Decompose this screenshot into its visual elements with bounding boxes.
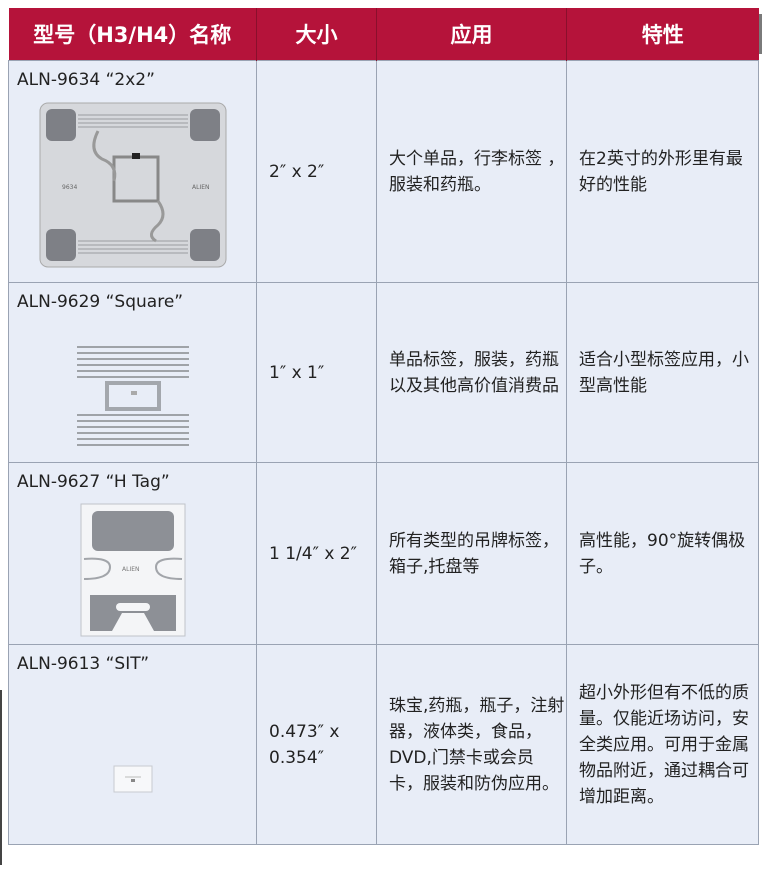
table-row: ALN-9613 “SIT” 0.473″ x 0.354″ 珠宝,药瓶，瓶子，… bbox=[8, 644, 759, 845]
header-feature: 特性 bbox=[566, 8, 759, 61]
rfid-tag-square-image bbox=[76, 346, 189, 446]
header-model-name: 型号（H3/H4）名称 bbox=[8, 8, 257, 61]
model-cell: ALN-9613 “SIT” bbox=[8, 644, 257, 845]
size-cell: 0.473″ x 0.354″ bbox=[256, 644, 377, 845]
table-row: ALN-9629 “Square” 1″ x 1″ 单品标签，服装，药瓶以及其他… bbox=[8, 282, 759, 463]
rfid-tag-h-tag-image: ALIEN bbox=[80, 503, 185, 637]
rfid-tag-sit-image bbox=[113, 765, 152, 793]
chip-label: ALIEN bbox=[122, 566, 140, 573]
rfid-tag-2x2-image: 9634 ALIEN bbox=[39, 102, 226, 268]
model-name: ALN-9627 “H Tag” bbox=[17, 472, 170, 492]
model-name: ALN-9634 “2x2” bbox=[17, 70, 155, 90]
table-row: ALN-9627 “H Tag” ALIEN 1 1/4″ x 2″ 所有类型的… bbox=[8, 462, 759, 645]
model-name: ALN-9613 “SIT” bbox=[17, 654, 150, 674]
chip-label-left: 9634 bbox=[62, 184, 77, 191]
feature-cell: 高性能，90°旋转偶极子。 bbox=[566, 462, 759, 645]
model-cell: ALN-9634 “2x2” 9634 ALIE bbox=[8, 60, 257, 283]
rfid-tag-table: 型号（H3/H4）名称 大小 应用 特性 ALN-9634 “2x2” bbox=[8, 8, 759, 845]
application-cell: 大个单品，行李标签 ，服装和药瓶。 bbox=[376, 60, 567, 283]
application-cell: 单品标签，服装，药瓶以及其他高价值消费品 bbox=[376, 282, 567, 463]
page-edge-line bbox=[0, 690, 2, 865]
header-size: 大小 bbox=[256, 8, 377, 61]
size-cell: 1″ x 1″ bbox=[256, 282, 377, 463]
model-name: ALN-9629 “Square” bbox=[17, 292, 184, 312]
table-header-row: 型号（H3/H4）名称 大小 应用 特性 bbox=[8, 8, 759, 61]
chip-label-right: ALIEN bbox=[192, 184, 210, 191]
model-cell: ALN-9629 “Square” bbox=[8, 282, 257, 463]
feature-cell: 在2英寸的外形里有最好的性能 bbox=[566, 60, 759, 283]
size-cell: 2″ x 2″ bbox=[256, 60, 377, 283]
size-cell: 1 1/4″ x 2″ bbox=[256, 462, 377, 645]
model-cell: ALN-9627 “H Tag” ALIEN bbox=[8, 462, 257, 645]
header-application: 应用 bbox=[376, 8, 567, 61]
feature-cell: 适合小型标签应用，小型高性能 bbox=[566, 282, 759, 463]
table-row: ALN-9634 “2x2” 9634 ALIE bbox=[8, 60, 759, 283]
application-cell: 珠宝,药瓶，瓶子，注射器，液体类，食品，DVD,门禁卡或会员卡，服装和防伪应用。 bbox=[376, 644, 567, 845]
feature-cell: 超小外形但有不低的质量。仅能近场访问，安全类应用。可用于金属物品附近，通过耦合可… bbox=[566, 644, 759, 845]
application-cell: 所有类型的吊牌标签，箱子,托盘等 bbox=[376, 462, 567, 645]
